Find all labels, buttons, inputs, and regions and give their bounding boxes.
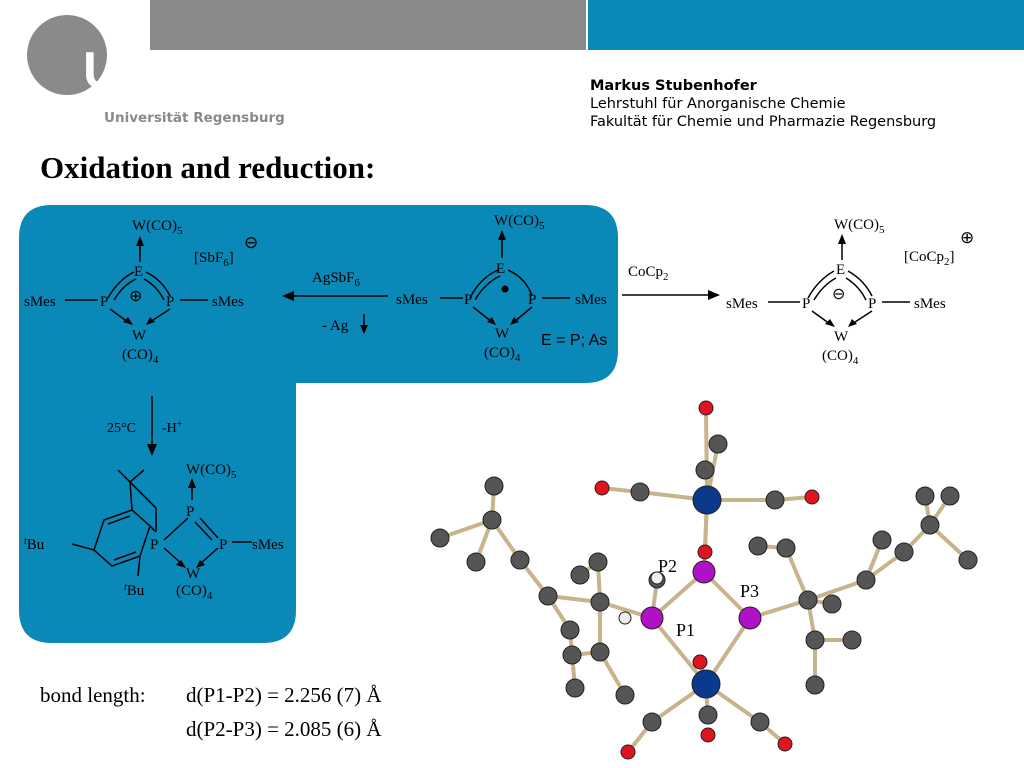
svg-text:- Ag: - Ag bbox=[322, 318, 349, 334]
oxidation-arrow: AgSbF6 - Ag bbox=[282, 270, 388, 334]
author-faculty: Fakultät für Chemie und Pharmazie Regens… bbox=[590, 114, 937, 130]
svg-text:P: P bbox=[464, 292, 472, 308]
bond-p1p2: d(P1-P2) = 2.256 (7) Å bbox=[186, 683, 382, 707]
crystal-structure: P2 P3 P1 bbox=[430, 400, 978, 760]
author-chair: Lehrstuhl für Anorganische Chemie bbox=[590, 96, 846, 112]
left-molecule: W(CO)5 E ⊕ P P sMes sMes W (CO)4 [SbF6] … bbox=[24, 218, 258, 366]
center-molecule: W(CO)5 E P P sMes sMes W (CO)4 E = P; As bbox=[396, 213, 607, 364]
svg-text:AgSbF6: AgSbF6 bbox=[312, 270, 361, 289]
ring-charge: ⊖ bbox=[832, 286, 845, 303]
svg-text:W: W bbox=[186, 566, 201, 582]
svg-text:W: W bbox=[132, 328, 147, 344]
svg-text:W(CO)5: W(CO)5 bbox=[494, 213, 545, 232]
author-block: Markus Stubenhofer Lehrstuhl für Anorgan… bbox=[590, 77, 936, 131]
svg-text:P: P bbox=[868, 296, 876, 312]
header-blue-bar bbox=[588, 0, 1024, 50]
element-note: E = P; As bbox=[541, 332, 607, 349]
svg-text:W(CO)5: W(CO)5 bbox=[834, 217, 885, 236]
right-molecule: W(CO)5 E ⊖ P P sMes sMes W (CO)4 [CoCp2]… bbox=[726, 217, 974, 367]
atom-label-p2: P2 bbox=[658, 556, 677, 576]
svg-text:[SbF6]: [SbF6] bbox=[194, 250, 234, 269]
author-name: Markus Stubenhofer bbox=[590, 78, 757, 94]
svg-text:W(CO)5: W(CO)5 bbox=[132, 218, 183, 237]
anion-charge: ⊖ bbox=[244, 233, 258, 252]
university-logo: UR bbox=[27, 15, 158, 100]
svg-text:W: W bbox=[495, 326, 510, 342]
ring-charge: ⊕ bbox=[129, 288, 142, 305]
svg-text:CoCp2: CoCp2 bbox=[628, 264, 669, 283]
bottom-molecule bbox=[71, 469, 252, 577]
svg-text:P: P bbox=[802, 296, 810, 312]
svg-text:25°C: 25°C bbox=[107, 421, 136, 436]
svg-text:sMes: sMes bbox=[24, 294, 56, 310]
svg-text:P: P bbox=[219, 537, 227, 553]
reduction-arrow: CoCp2 bbox=[622, 264, 720, 300]
institution-name: Universität Regensburg bbox=[104, 110, 285, 126]
bond-lengths: bond length: d(P1-P2) = 2.256 (7) Å d(P2-… bbox=[40, 678, 382, 746]
svg-text:(CO)4: (CO)4 bbox=[822, 348, 859, 367]
svg-text:P: P bbox=[166, 294, 174, 310]
svg-text:-H+: -H+ bbox=[162, 419, 183, 436]
header-gray-bar bbox=[150, 0, 586, 50]
svg-text:[CoCp2]: [CoCp2] bbox=[904, 249, 955, 268]
svg-text:sMes: sMes bbox=[914, 296, 946, 312]
svg-text:E: E bbox=[134, 264, 143, 280]
cation-charge: ⊕ bbox=[960, 228, 974, 247]
highlight-panel bbox=[19, 205, 618, 643]
slide-title: Oxidation and reduction: bbox=[40, 150, 376, 185]
logo-letters: UR bbox=[83, 42, 158, 100]
bond-length-label: bond length: bbox=[40, 683, 146, 707]
bond-p2p3: d(P2-P3) = 2.085 (6) Å bbox=[186, 717, 382, 741]
atom-label-p3: P3 bbox=[740, 581, 759, 601]
svg-text:sMes: sMes bbox=[575, 292, 607, 308]
svg-text:P: P bbox=[528, 292, 536, 308]
atom-label-p1: P1 bbox=[676, 620, 695, 640]
svg-text:(CO)4: (CO)4 bbox=[122, 347, 159, 366]
bottom-molecule-labels: W(CO)5 P P P sMes W (CO)4 tBu tBu bbox=[24, 462, 284, 602]
svg-text:W(CO)5: W(CO)5 bbox=[186, 462, 237, 481]
rearrangement-arrow: 25°C -H+ bbox=[107, 396, 183, 456]
svg-text:tBu: tBu bbox=[124, 582, 145, 599]
svg-text:sMes: sMes bbox=[396, 292, 428, 308]
svg-text:W: W bbox=[834, 329, 849, 345]
svg-text:sMes: sMes bbox=[252, 537, 284, 553]
svg-text:sMes: sMes bbox=[726, 296, 758, 312]
svg-text:tBu: tBu bbox=[24, 536, 45, 553]
svg-text:P: P bbox=[100, 294, 108, 310]
svg-text:E: E bbox=[836, 262, 845, 278]
svg-text:P: P bbox=[186, 504, 194, 520]
svg-text:E: E bbox=[496, 261, 505, 277]
svg-text:P: P bbox=[150, 537, 158, 553]
svg-text:sMes: sMes bbox=[212, 294, 244, 310]
svg-text:(CO)4: (CO)4 bbox=[484, 345, 521, 364]
svg-text:(CO)4: (CO)4 bbox=[176, 583, 213, 602]
